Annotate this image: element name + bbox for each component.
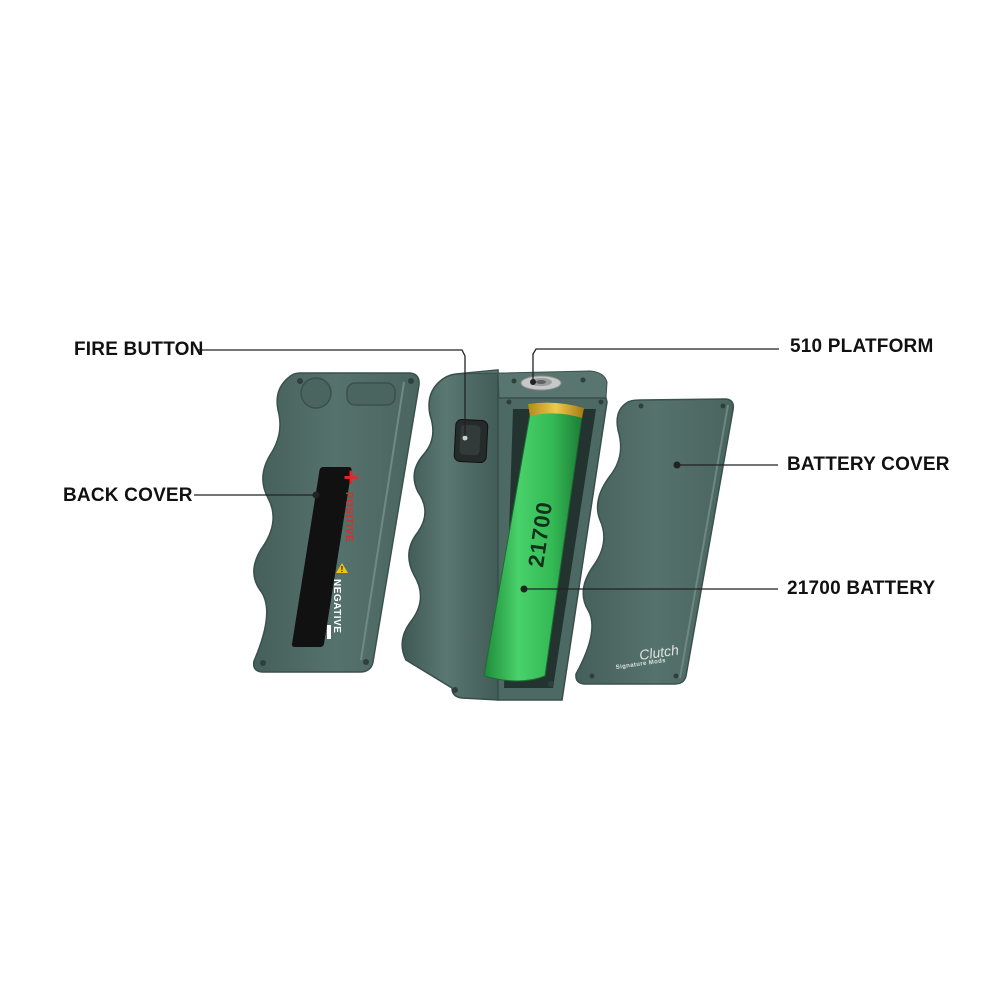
screw <box>598 399 604 405</box>
back-cover-label: BACK COVER <box>63 485 193 506</box>
back-cover-round-recess <box>300 377 332 409</box>
battery-cover-panel <box>575 398 735 685</box>
screw <box>548 681 554 687</box>
platform-510-leader <box>532 348 779 382</box>
battery-top-cap <box>528 402 584 418</box>
battery-cover: Clutch Signature Mods <box>575 398 735 685</box>
back-cover: + POSITIVE ! NEGATIVE <box>252 372 420 673</box>
battery-21700-label: 21700 BATTERY <box>787 578 936 599</box>
platform-510-label: 510 PLATFORM <box>790 336 934 357</box>
screw <box>673 673 679 679</box>
fire-button-label: FIRE BUTTON <box>74 339 204 360</box>
positive-symbol: + <box>343 462 358 492</box>
warning-icon: ! <box>336 563 348 574</box>
back-cover-edge <box>360 381 405 661</box>
negative-symbol <box>327 625 331 639</box>
battery-icon: 21700 <box>483 402 584 682</box>
callout-dots <box>312 379 681 499</box>
positive-text: POSITIVE <box>343 492 354 542</box>
battery-cover-callout-dot <box>673 461 681 469</box>
back-cover-callout-dot <box>312 491 320 499</box>
screw <box>260 660 266 666</box>
logo-name: Clutch <box>638 642 680 663</box>
screw <box>408 378 414 384</box>
callout-lines <box>194 348 779 590</box>
svg-text:!: ! <box>341 565 344 574</box>
screw <box>363 659 369 665</box>
negative-text: NEGATIVE <box>331 579 342 633</box>
screw <box>720 403 726 409</box>
back-cover-rect-recess <box>346 382 396 406</box>
fire-button-leader <box>198 349 466 436</box>
mod-body-grip <box>401 369 499 701</box>
battery-cover-label: BATTERY COVER <box>787 454 950 475</box>
screw <box>452 687 458 693</box>
connector-510-icon <box>511 375 586 391</box>
fire-button-icon <box>453 418 489 464</box>
platform-510-callout-dot <box>530 379 536 385</box>
screw <box>589 673 595 679</box>
polarity-label: + POSITIVE ! NEGATIVE <box>291 462 359 647</box>
screw <box>297 378 303 384</box>
screw <box>638 403 644 409</box>
battery-cover-edge <box>679 404 729 679</box>
screw <box>506 399 512 405</box>
